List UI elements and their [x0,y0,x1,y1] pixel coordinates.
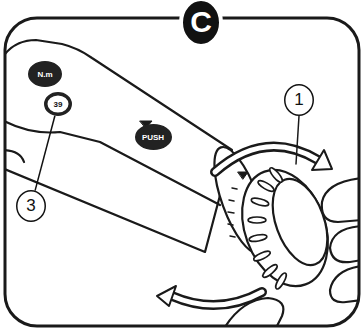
turn-arrow-fill [215,147,318,172]
handle-notch [5,150,24,162]
step-badge: C [179,0,223,48]
turn-arrowhead [157,286,176,306]
leader-line [296,116,299,164]
node-label: N.m [37,70,52,79]
hand-thumb [222,298,283,326]
turn-arrowhead [312,150,332,170]
leader-line [35,116,55,191]
adjust-knob [227,158,343,298]
unit-button: N.m [28,61,62,87]
callout-number: 1 [284,84,314,116]
knob-ridges [248,166,288,290]
hand-finger [322,178,359,222]
turn-arrow [215,147,318,172]
node-shape [135,125,171,150]
scale-ticks [228,188,237,237]
index-marker [238,172,248,179]
frame-border [5,18,359,326]
value-button: 39 [44,92,72,116]
node-shape [46,94,71,115]
callout-number: 3 [16,190,46,222]
node-shape [285,85,314,116]
knob-face [262,172,338,273]
node-label: 1 [294,90,303,110]
node-shape [17,191,46,222]
hand-finger [330,266,359,302]
hand-finger [330,226,359,262]
node-label: 3 [26,196,35,216]
node-shape [29,62,62,87]
node-label: PUSH [142,133,164,142]
handle-body [5,40,232,252]
node-label: C [190,5,212,39]
push-button: PUSH [135,124,172,150]
node-label: 39 [54,100,63,109]
node-shape [181,0,221,46]
